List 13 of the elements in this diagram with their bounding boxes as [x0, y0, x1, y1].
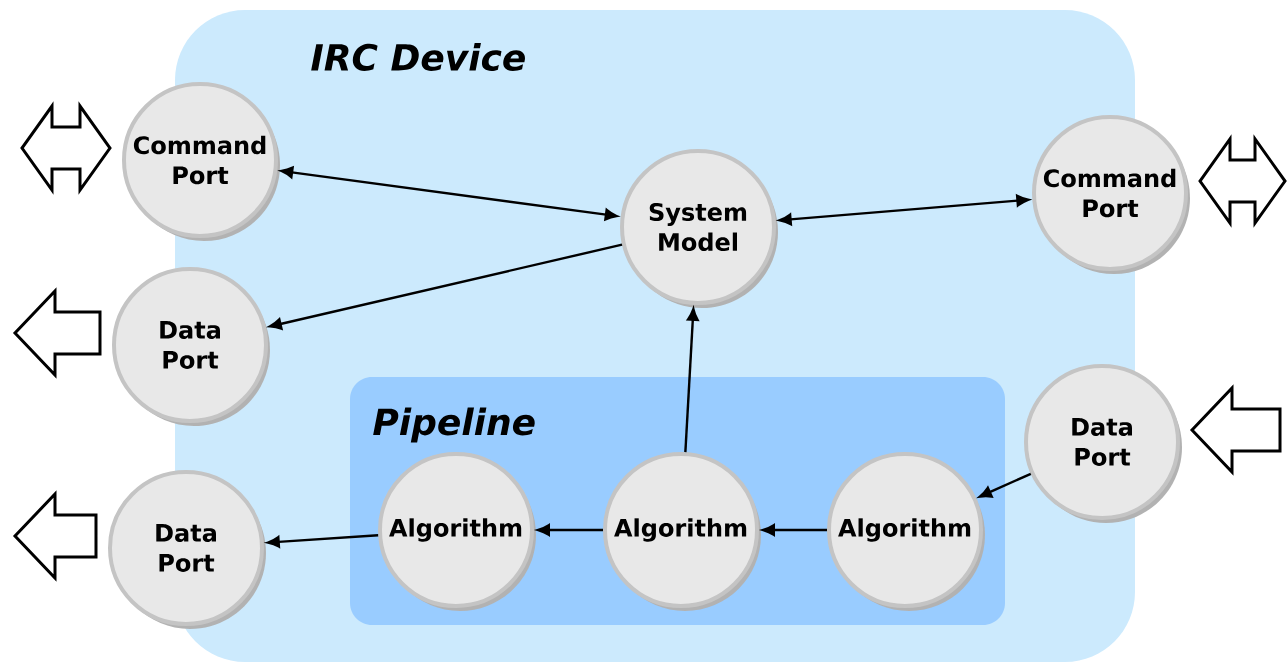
arrow: [762, 524, 827, 536]
arrow: [778, 194, 1030, 226]
arrow: [978, 472, 1032, 498]
block-arrow: [12, 287, 102, 379]
arrow: [684, 307, 699, 453]
arrow: [268, 243, 623, 330]
block-arrow: [20, 101, 112, 195]
block-arrow: [12, 490, 98, 582]
block-arrow: [1198, 134, 1287, 228]
arrow: [537, 524, 603, 536]
group-title: IRC Device: [311, 43, 525, 71]
group-title: Pipeline: [373, 407, 535, 443]
arrow: [266, 534, 379, 548]
